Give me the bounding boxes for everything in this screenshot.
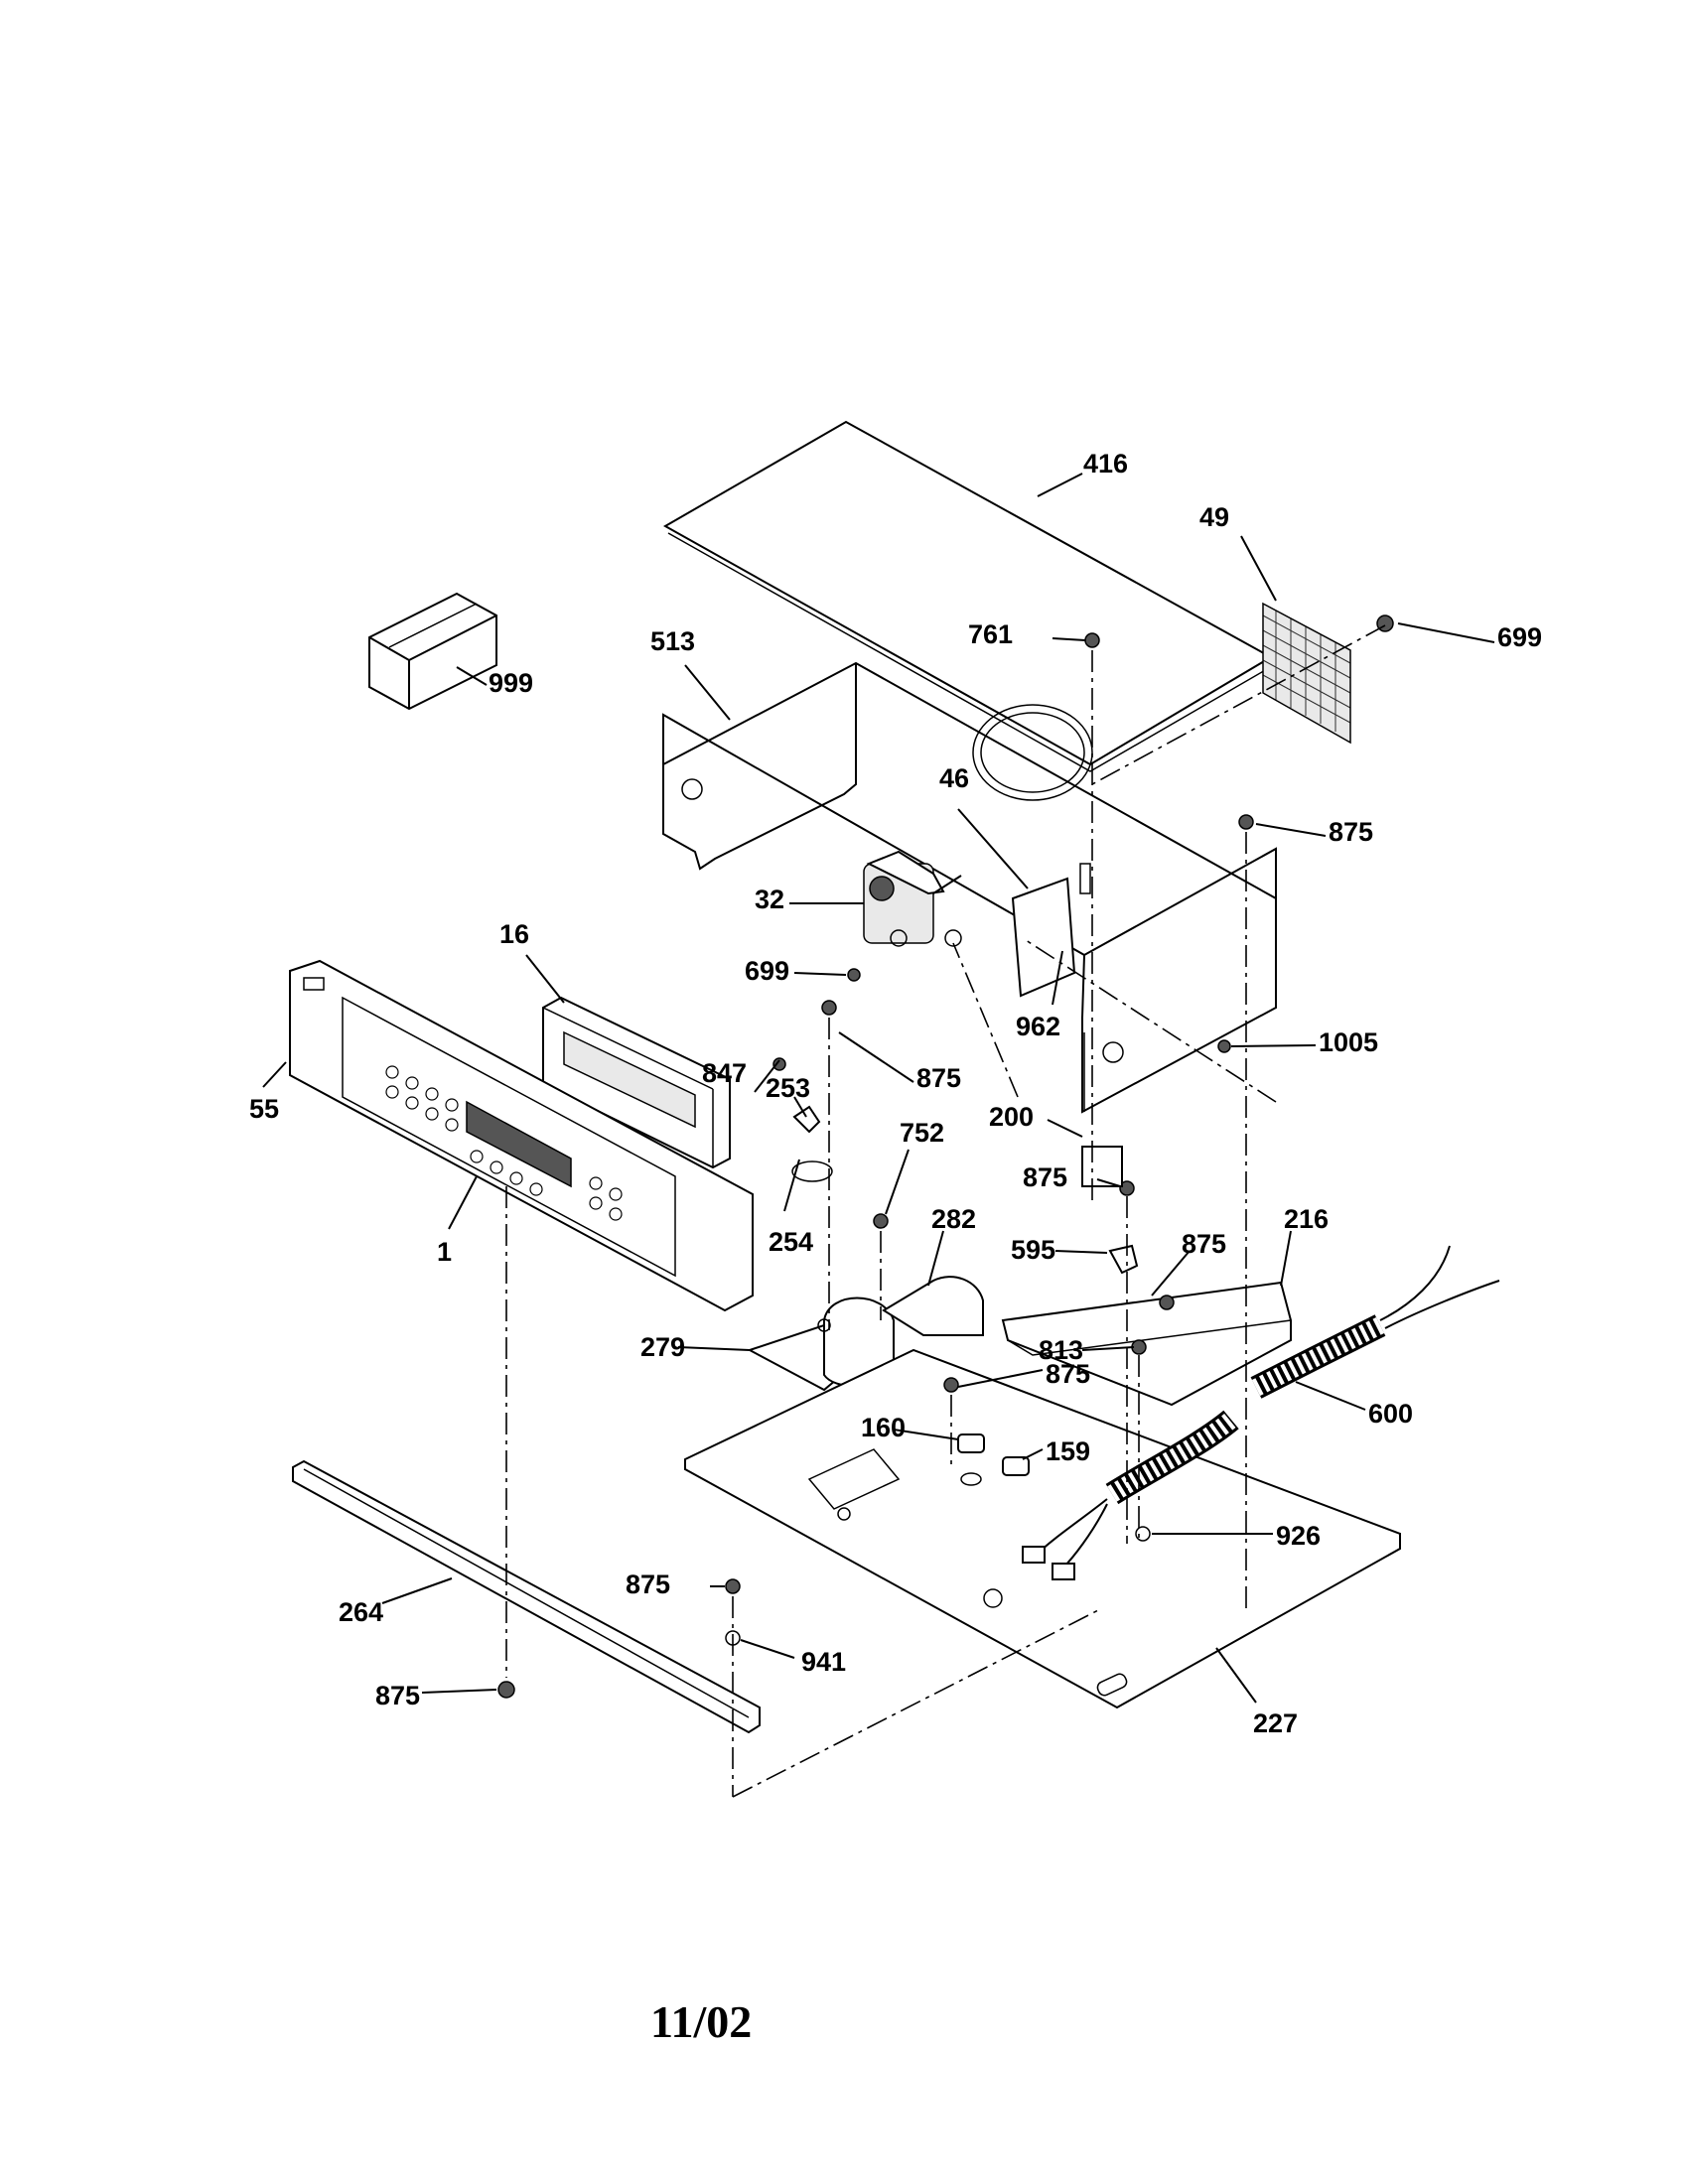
label-254: 254 <box>769 1227 813 1257</box>
label-875-right: 875 <box>1182 1229 1226 1259</box>
label-926: 926 <box>1276 1521 1321 1551</box>
fasteners <box>497 614 1394 1699</box>
date-stamp: 11/02 <box>650 1996 753 2047</box>
label-875-top: 875 <box>1329 817 1373 847</box>
label-847: 847 <box>702 1058 747 1088</box>
label-813: 813 <box>1039 1335 1083 1365</box>
label-699-top: 699 <box>1497 622 1542 652</box>
label-941: 941 <box>801 1647 846 1677</box>
label-699-mid: 699 <box>745 956 789 986</box>
label-1005: 1005 <box>1319 1027 1378 1057</box>
label-46: 46 <box>939 763 969 793</box>
label-416: 416 <box>1083 449 1128 478</box>
thermostat-parts <box>957 1433 1030 1486</box>
label-1: 1 <box>437 1237 452 1267</box>
label-282: 282 <box>931 1204 976 1234</box>
label-200: 200 <box>989 1102 1034 1132</box>
motor-part <box>863 850 962 947</box>
leader-lines <box>262 473 1495 1704</box>
outer-wrapper-part <box>662 661 1277 1114</box>
label-159: 159 <box>1046 1436 1090 1466</box>
part-labels: 416 49 699 761 513 999 46 875 32 16 699 … <box>249 449 1542 1738</box>
label-875-bottom: 875 <box>375 1681 420 1710</box>
label-264: 264 <box>339 1597 383 1627</box>
label-875-board: 875 <box>916 1063 961 1093</box>
label-513: 513 <box>650 626 695 656</box>
label-253: 253 <box>766 1073 810 1103</box>
label-595: 595 <box>1011 1235 1055 1265</box>
blower-part <box>747 1276 984 1392</box>
trim-strip-part <box>292 1459 761 1734</box>
label-49: 49 <box>1199 502 1229 532</box>
base-plate-part <box>684 1348 1401 1709</box>
label-16: 16 <box>499 919 529 949</box>
label-600: 600 <box>1368 1399 1413 1429</box>
control-panel-part <box>289 959 754 1312</box>
label-216: 216 <box>1284 1204 1329 1234</box>
label-55: 55 <box>249 1094 279 1124</box>
label-160: 160 <box>861 1413 906 1442</box>
label-279: 279 <box>640 1332 685 1362</box>
label-875-mid: 875 <box>1023 1162 1067 1192</box>
label-761: 761 <box>968 619 1013 649</box>
label-875-left: 875 <box>626 1570 670 1599</box>
control-board-part <box>542 996 731 1169</box>
conduit-part <box>1022 1245 1500 1580</box>
label-962: 962 <box>1016 1012 1060 1041</box>
vent-screen-part <box>1262 602 1351 745</box>
label-875-lower: 875 <box>1046 1359 1090 1389</box>
parts-box <box>368 592 497 711</box>
label-227: 227 <box>1253 1708 1298 1738</box>
assembly-lines <box>505 624 1386 1798</box>
label-32: 32 <box>755 885 784 914</box>
label-999: 999 <box>489 668 533 698</box>
label-752: 752 <box>900 1118 944 1148</box>
